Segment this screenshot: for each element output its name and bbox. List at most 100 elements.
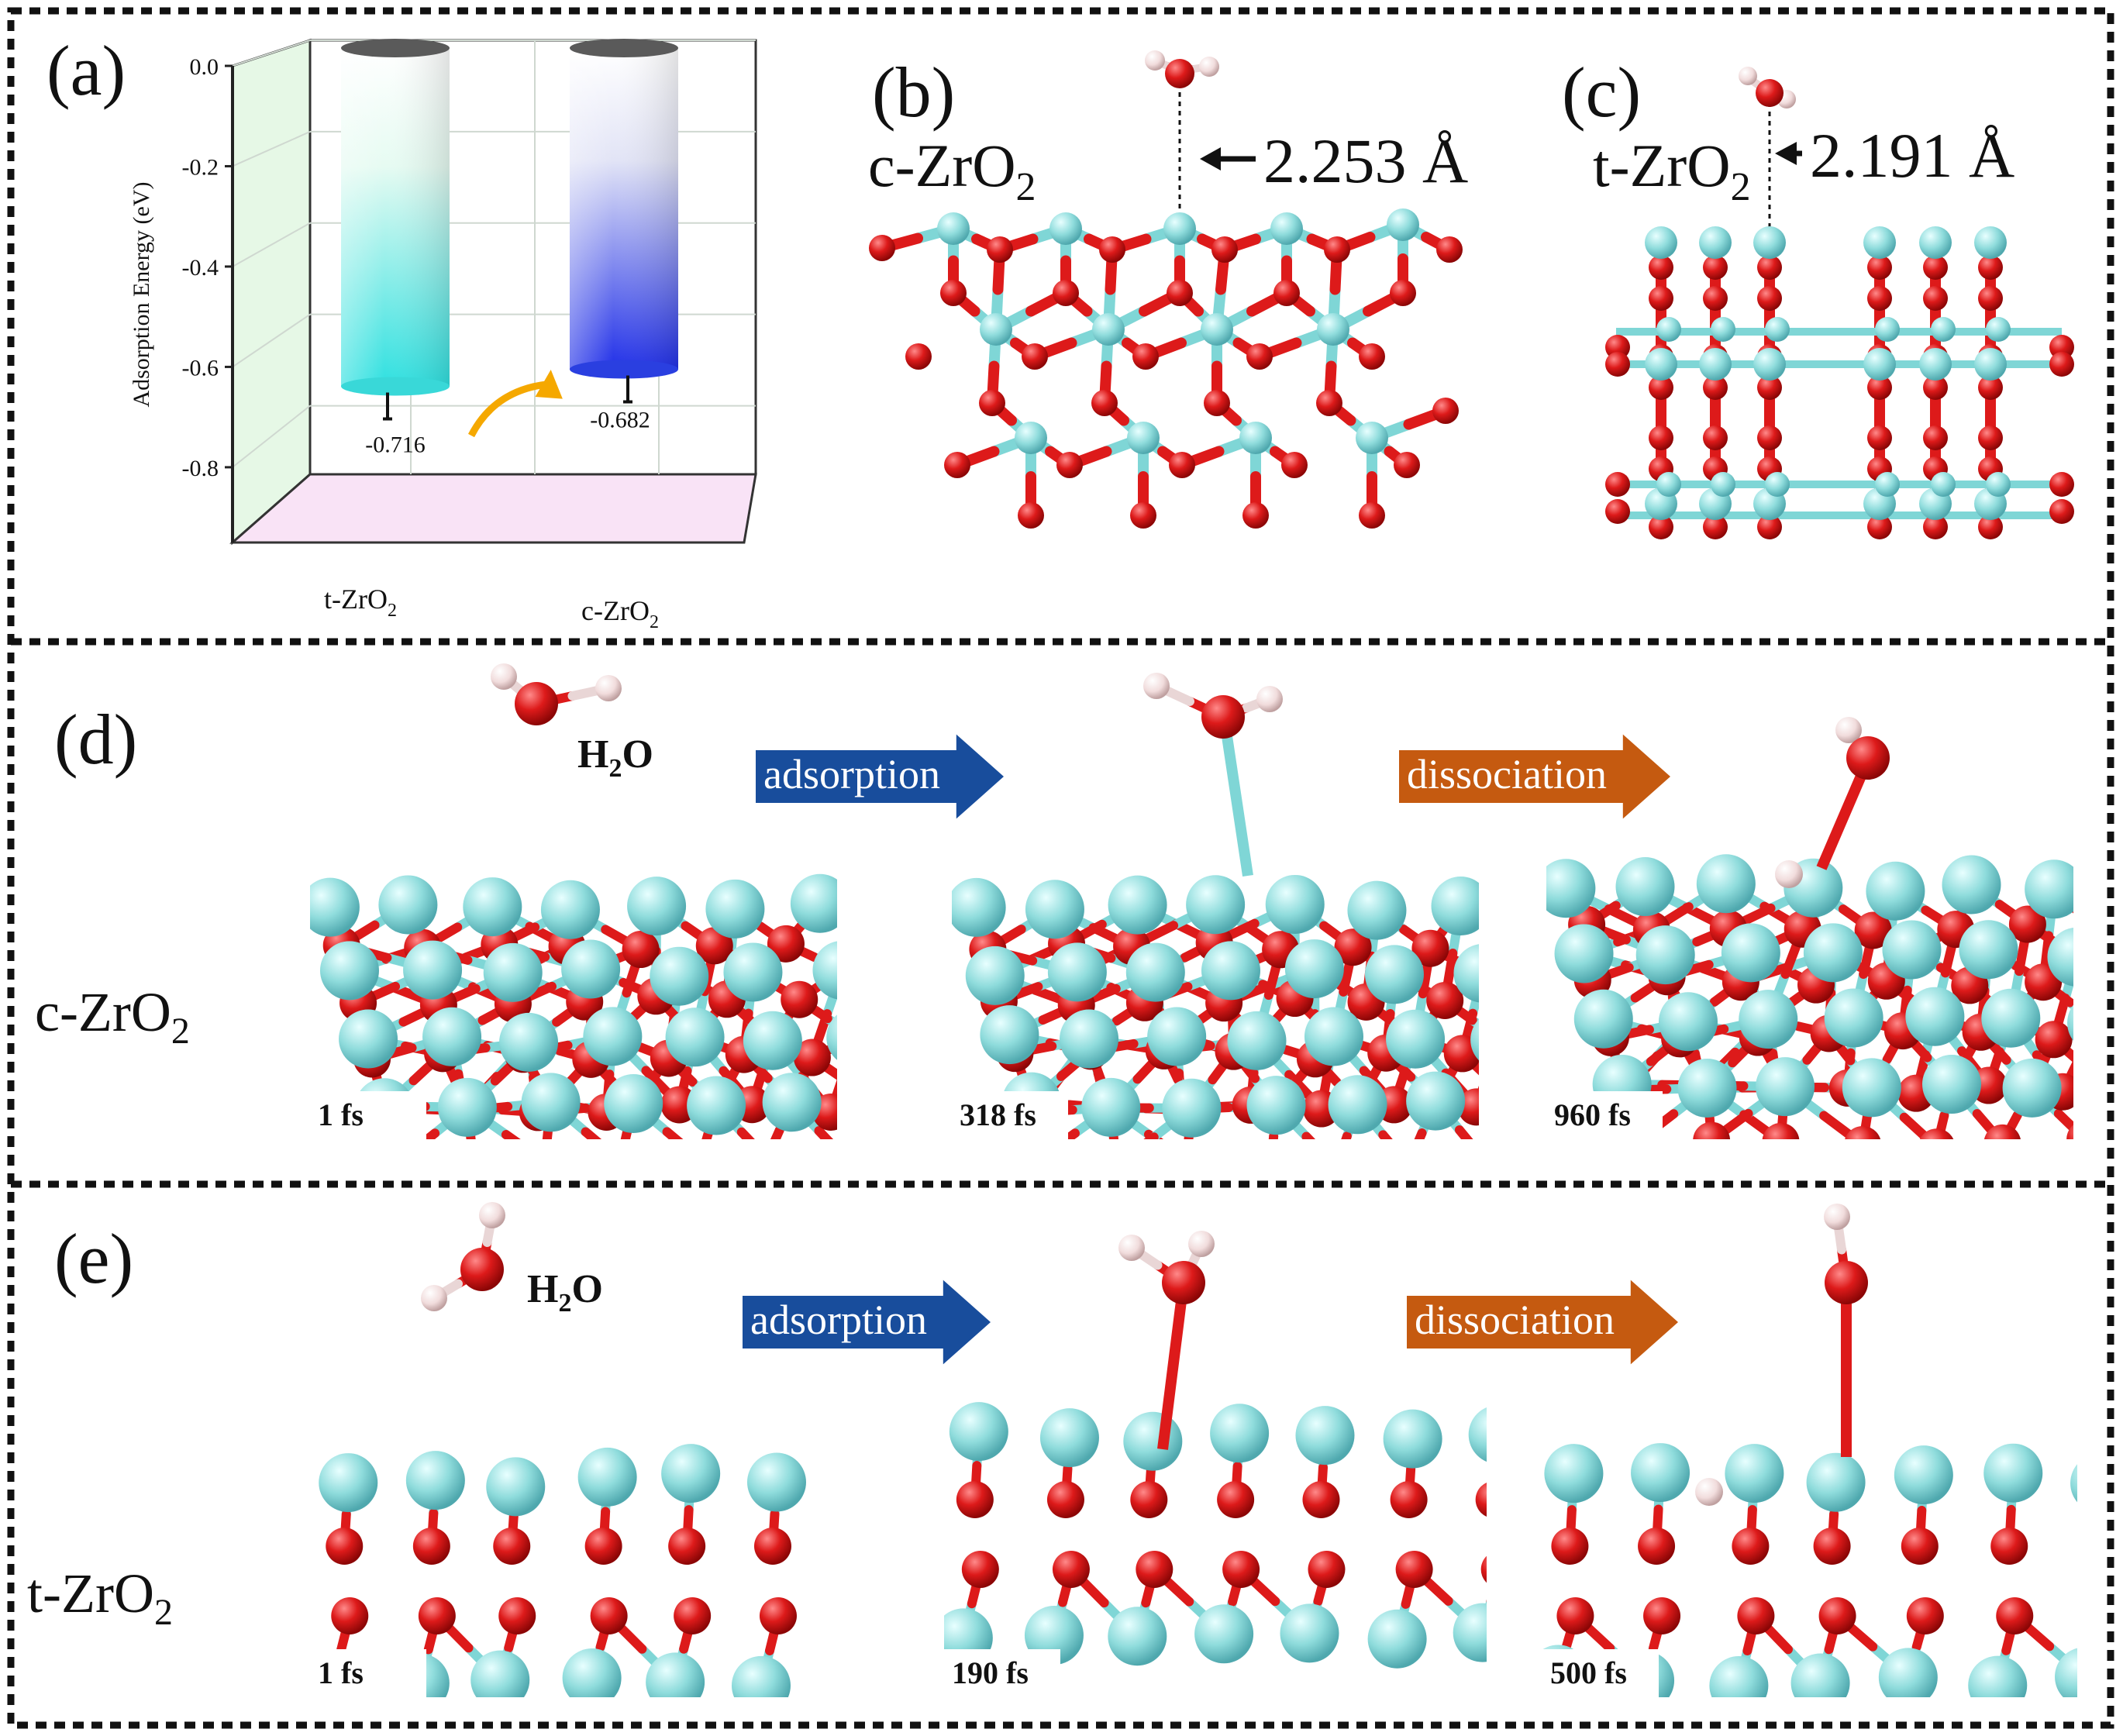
zr-atom <box>1304 1007 1363 1066</box>
panel-label-b: (b) <box>872 53 955 132</box>
o-atom <box>1757 286 1782 311</box>
bar-value-label: -0.716 <box>365 432 426 458</box>
zr-atom <box>1554 924 1614 983</box>
h-atom <box>1199 57 1219 77</box>
grid-line-side <box>232 130 311 167</box>
bond <box>1484 925 1508 943</box>
bond <box>466 1130 476 1139</box>
adsorption-energy-chart: 0.0-0.2-0.4-0.6-0.8 Adsorption Energy (e… <box>129 38 757 632</box>
zr-atom <box>823 1652 882 1711</box>
bar-base <box>570 360 678 379</box>
bond <box>1500 1040 1523 1077</box>
snapshot-e-1: 1 fs <box>310 1444 882 1711</box>
bond <box>2086 1087 2109 1090</box>
zr-atom <box>1753 348 1786 381</box>
bond <box>864 1513 867 1546</box>
o-atom <box>860 984 897 1021</box>
bond <box>876 1077 885 1101</box>
zr-atom <box>812 941 837 1000</box>
bond <box>701 1128 713 1139</box>
bond <box>882 1072 908 1106</box>
bond <box>867 1479 869 1512</box>
zr-atom <box>1163 212 1196 245</box>
o-atom <box>331 1597 369 1634</box>
category-label-c-zro2: c-ZrO2 <box>581 595 659 632</box>
bond <box>861 1101 877 1131</box>
o-atom <box>1222 1551 1260 1588</box>
bond <box>2085 925 2094 941</box>
chart-floor <box>229 473 757 544</box>
zr-atom <box>937 212 970 245</box>
o-atom <box>1605 335 1630 360</box>
o-atom <box>1978 255 2003 280</box>
zr-atom <box>980 1005 1039 1065</box>
o-atom <box>1867 286 1892 311</box>
o-atom <box>1923 515 1948 539</box>
zr-atom <box>1959 920 2018 980</box>
o-atom <box>1547 1142 1584 1179</box>
o-atom <box>1901 1528 1939 1565</box>
bond <box>662 1127 684 1139</box>
zr-atom <box>1406 1071 1466 1131</box>
o-atom <box>2066 1125 2073 1139</box>
zr-atom <box>1765 317 1790 342</box>
o-atom <box>590 1597 628 1634</box>
o-atom <box>979 390 1005 416</box>
o-atom <box>793 1038 831 1076</box>
zr-atom <box>687 1076 746 1135</box>
o-atom <box>1923 255 1948 280</box>
zr-atom <box>1863 348 1896 381</box>
zr-atom <box>1699 348 1732 381</box>
o-atom <box>1854 911 1892 949</box>
o-atom <box>1201 695 1245 739</box>
adsorption-arrow-e-shape <box>743 1280 991 1365</box>
o-atom <box>622 931 660 969</box>
dissociation-arrow-e-shape <box>1407 1280 1678 1365</box>
zr-atom <box>1025 880 1084 939</box>
y-tick-label: -0.8 <box>182 456 219 481</box>
trend-arrow <box>468 380 555 438</box>
bond <box>1491 1080 1521 1107</box>
bond <box>876 1101 896 1131</box>
zr-atom <box>1711 317 1735 342</box>
panel-label-d: (d) <box>54 700 137 779</box>
snapshot-e-3: 500 fs <box>1542 1443 2093 1697</box>
o-atom <box>2008 905 2046 943</box>
bond <box>1494 1467 1497 1500</box>
adsorption-arrow-d: adsorption <box>756 734 1004 819</box>
zr-atom <box>2047 928 2073 987</box>
zr-atom <box>1756 1057 1815 1117</box>
zr-atom <box>540 880 600 939</box>
h-atom <box>1739 67 1757 85</box>
water-molecule-e <box>421 1202 505 1311</box>
o-atom <box>1703 425 1728 450</box>
zr-atom <box>731 1655 791 1697</box>
bond <box>1500 992 1504 1040</box>
o-atom <box>1021 1141 1058 1178</box>
o-atom <box>1757 375 1782 400</box>
zr-atom <box>1656 472 1681 497</box>
o-atom <box>1480 1555 1487 1583</box>
zr-atom <box>1270 212 1303 245</box>
o-atom <box>961 1551 999 1588</box>
bond <box>1488 1040 1500 1073</box>
zr-atom <box>1942 855 2001 914</box>
zr-atom <box>403 940 463 1000</box>
o-atom <box>2049 499 2074 524</box>
material-label-c: t-ZrO2 <box>1593 132 1751 209</box>
o-atom <box>460 1248 504 1291</box>
time-label-bg <box>1546 1091 1663 1139</box>
snapshot-e-2: 190 fs <box>944 1402 1497 1697</box>
o-atom <box>412 1528 450 1565</box>
zr-atom <box>1894 1445 1953 1505</box>
bond <box>844 1080 876 1101</box>
zr-atom <box>437 1077 497 1137</box>
bond <box>2084 1646 2093 1676</box>
zr-atom <box>1739 990 1798 1049</box>
bond <box>1476 1042 1479 1051</box>
bond <box>1899 1112 1935 1139</box>
